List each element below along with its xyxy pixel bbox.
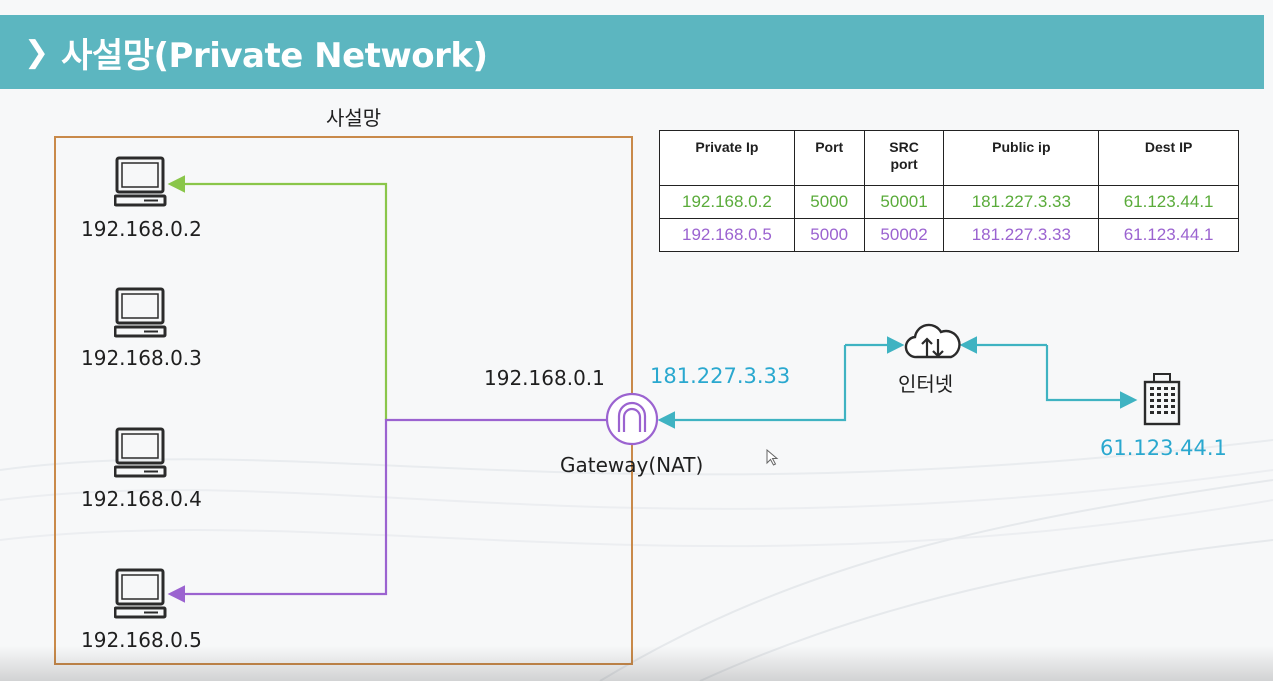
port-label: port bbox=[890, 156, 918, 172]
table-cell: 50001 bbox=[863, 185, 945, 219]
server-ip: 61.123.44.1 bbox=[1100, 436, 1227, 460]
gateway-icon bbox=[605, 392, 659, 446]
host-ip-label: 192.168.0.4 bbox=[81, 487, 202, 511]
monitor-icon bbox=[114, 156, 167, 207]
gateway-private-ip: 192.168.0.1 bbox=[484, 366, 605, 390]
green-route-line bbox=[167, 175, 388, 420]
cursor-icon bbox=[766, 449, 779, 466]
host-ip-label: 192.168.0.5 bbox=[81, 628, 202, 652]
gateway-label: Gateway(NAT) bbox=[560, 453, 704, 477]
table-row: 192.168.0.2 5000 50001 181.227.3.33 61.1… bbox=[659, 185, 1239, 219]
column-header: Dest IP bbox=[1098, 130, 1239, 186]
monitor-icon bbox=[114, 427, 167, 478]
teal-server-line bbox=[1045, 345, 1138, 409]
column-header: Public ip bbox=[943, 130, 1100, 186]
private-network-label: 사설망 bbox=[326, 106, 382, 130]
monitor-icon bbox=[114, 568, 167, 619]
src-label: SRC bbox=[889, 139, 919, 155]
table-cell: 192.168.0.5 bbox=[659, 218, 795, 252]
table-cell: 61.123.44.1 bbox=[1098, 218, 1239, 252]
header-bar: ❯ 사설망(Private Network) bbox=[0, 15, 1264, 89]
building-icon bbox=[1143, 373, 1181, 426]
table-cell: 192.168.0.2 bbox=[659, 185, 795, 219]
table-cell: 181.227.3.33 bbox=[943, 218, 1100, 252]
host-ip-label: 192.168.0.2 bbox=[81, 217, 202, 241]
monitor-icon bbox=[114, 287, 167, 338]
cloud-icon bbox=[904, 323, 961, 359]
host-ip-label: 192.168.0.3 bbox=[81, 346, 202, 370]
gateway-public-ip: 181.227.3.33 bbox=[650, 364, 791, 388]
chevron-right-icon: ❯ bbox=[24, 34, 50, 70]
table-cell: 61.123.44.1 bbox=[1098, 185, 1239, 219]
table-cell: 5000 bbox=[793, 185, 865, 219]
internet-label: 인터넷 bbox=[898, 372, 954, 396]
table-row: 192.168.0.5 5000 50002 181.227.3.33 61.1… bbox=[659, 218, 1239, 252]
column-header: Port bbox=[793, 130, 865, 186]
table-cell: 181.227.3.33 bbox=[943, 185, 1100, 219]
column-header: Private Ip bbox=[659, 130, 795, 186]
bottom-shade bbox=[0, 646, 1273, 681]
teal-gateway-line bbox=[657, 345, 847, 429]
page-title: 사설망(Private Network) bbox=[61, 35, 488, 76]
purple-route-line bbox=[167, 418, 606, 603]
table-cell: 50002 bbox=[863, 218, 945, 252]
table-cell: 5000 bbox=[793, 218, 865, 252]
